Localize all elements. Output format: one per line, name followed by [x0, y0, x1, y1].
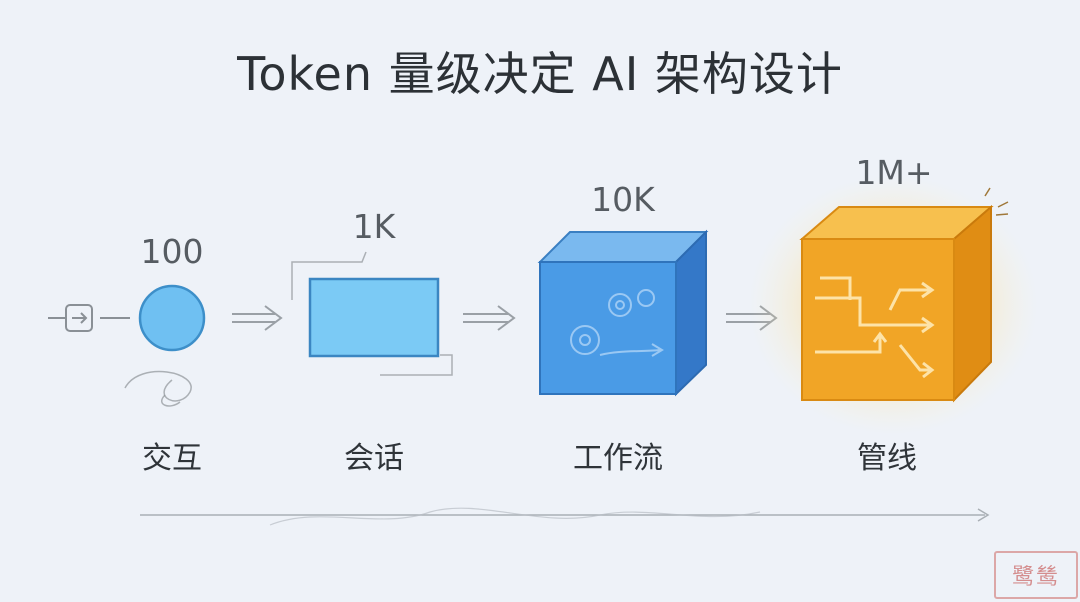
- stage-label-session: 会话: [344, 441, 404, 476]
- interaction-circle: [124, 284, 206, 407]
- stage-value-interaction: 100: [140, 232, 204, 271]
- arrow-2: [463, 305, 516, 331]
- timeline-arrow: [140, 507, 990, 526]
- stage-value-pipeline: 1M+: [855, 153, 933, 192]
- gear-icon: [570, 289, 664, 357]
- flow-arrows-icon: [815, 276, 935, 379]
- stage-label-interaction: 交互: [142, 441, 202, 476]
- stage-value-session: 1K: [352, 207, 396, 246]
- stage-label-pipeline: 管线: [857, 441, 917, 476]
- arrow-1: [232, 305, 283, 331]
- session-rectangle: [291, 251, 453, 376]
- watermark-seal: 鹭鸶: [994, 551, 1078, 599]
- stage-value-workflow: 10K: [591, 180, 655, 219]
- page-title: Token 量级决定 AI 架构设计: [237, 47, 843, 101]
- pipeline-cube: [748, 175, 1038, 435]
- stage-label-workflow: 工作流: [573, 441, 663, 476]
- input-icon: [48, 304, 130, 332]
- workflow-cube: [537, 229, 709, 397]
